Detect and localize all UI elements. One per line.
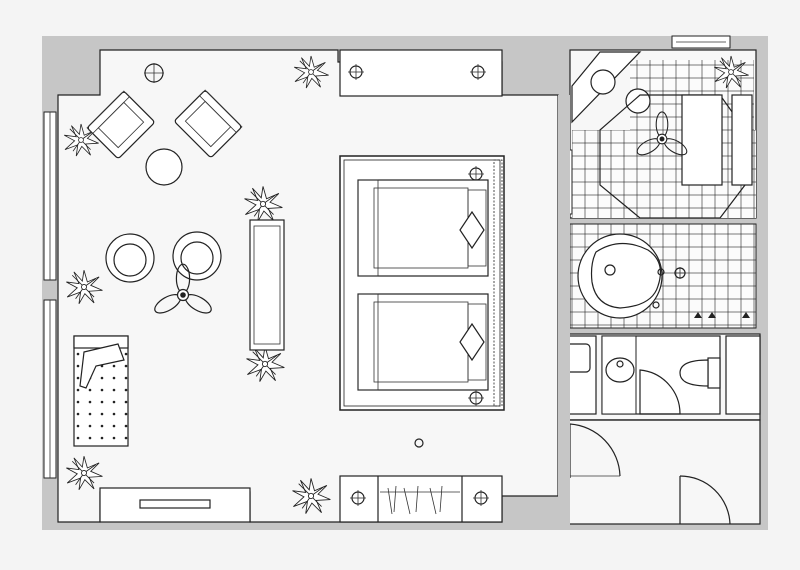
storage-icon <box>725 335 761 415</box>
double-bed-icon <box>357 179 489 277</box>
desk-icon <box>99 487 251 523</box>
floor-outlet-icon <box>414 438 424 448</box>
washbasin-icon <box>590 69 616 95</box>
door-swing-icon <box>639 369 681 415</box>
wardrobe-icon <box>339 475 503 523</box>
door-swing-icon <box>679 475 731 525</box>
toilet-icon <box>679 359 709 387</box>
bathtub-icon <box>577 233 663 319</box>
partition-walls <box>558 95 570 525</box>
lounge-chair-icon <box>172 231 222 281</box>
bed-runner-icon <box>459 210 485 250</box>
bathroom <box>569 35 757 219</box>
floor-lamp-icon <box>144 63 164 83</box>
window-left <box>43 111 57 479</box>
toilet-room <box>561 333 761 421</box>
daybed-icon <box>73 335 129 447</box>
coffee-table-icon <box>249 219 285 351</box>
door-swing-icon <box>569 423 621 477</box>
round-side-table-icon <box>145 148 183 186</box>
top-cabinet <box>339 49 503 97</box>
bed-runner-icon <box>459 322 485 362</box>
round-stool-icon <box>625 88 651 114</box>
tv-cabinet-icon <box>339 49 503 97</box>
drain-icon <box>652 301 750 318</box>
entry-area <box>565 419 761 525</box>
armchair-icon <box>174 89 243 158</box>
double-bed-icon <box>357 293 489 391</box>
shower-bench-icon <box>681 94 723 186</box>
washbasin-icon <box>605 357 635 383</box>
lounge-chair-icon <box>105 233 155 283</box>
armchair-icon <box>86 90 155 159</box>
